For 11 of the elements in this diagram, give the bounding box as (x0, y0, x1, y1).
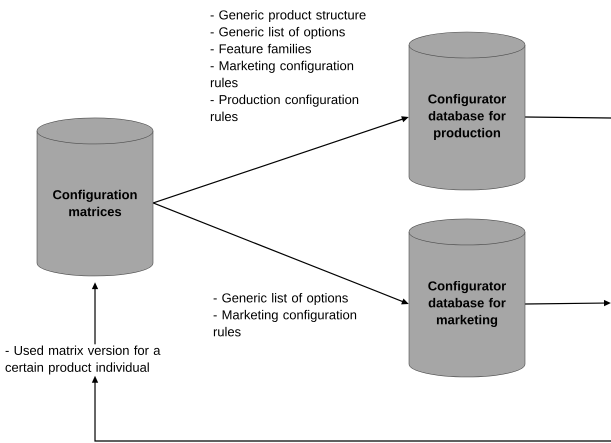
database-cylinder: Configurator database for production (408, 32, 526, 190)
annotation-text: - Used matrix version for a certain product individual (6, 345, 160, 374)
note-text: - Production configuration rules (210, 94, 358, 122)
note-text: - Marketing configuration rules (210, 60, 354, 88)
database-cylinder: Configurator database for marketing (408, 218, 526, 378)
note-text: - Generic list of options (210, 26, 345, 39)
note-text: - Marketing configuration rules (214, 310, 356, 336)
note-text: - Feature families (210, 44, 311, 54)
note-text: - Generic product structure (210, 10, 366, 22)
note-text: - Generic list of options (214, 292, 348, 306)
database-cylinder: Configuration matrices (36, 118, 154, 276)
